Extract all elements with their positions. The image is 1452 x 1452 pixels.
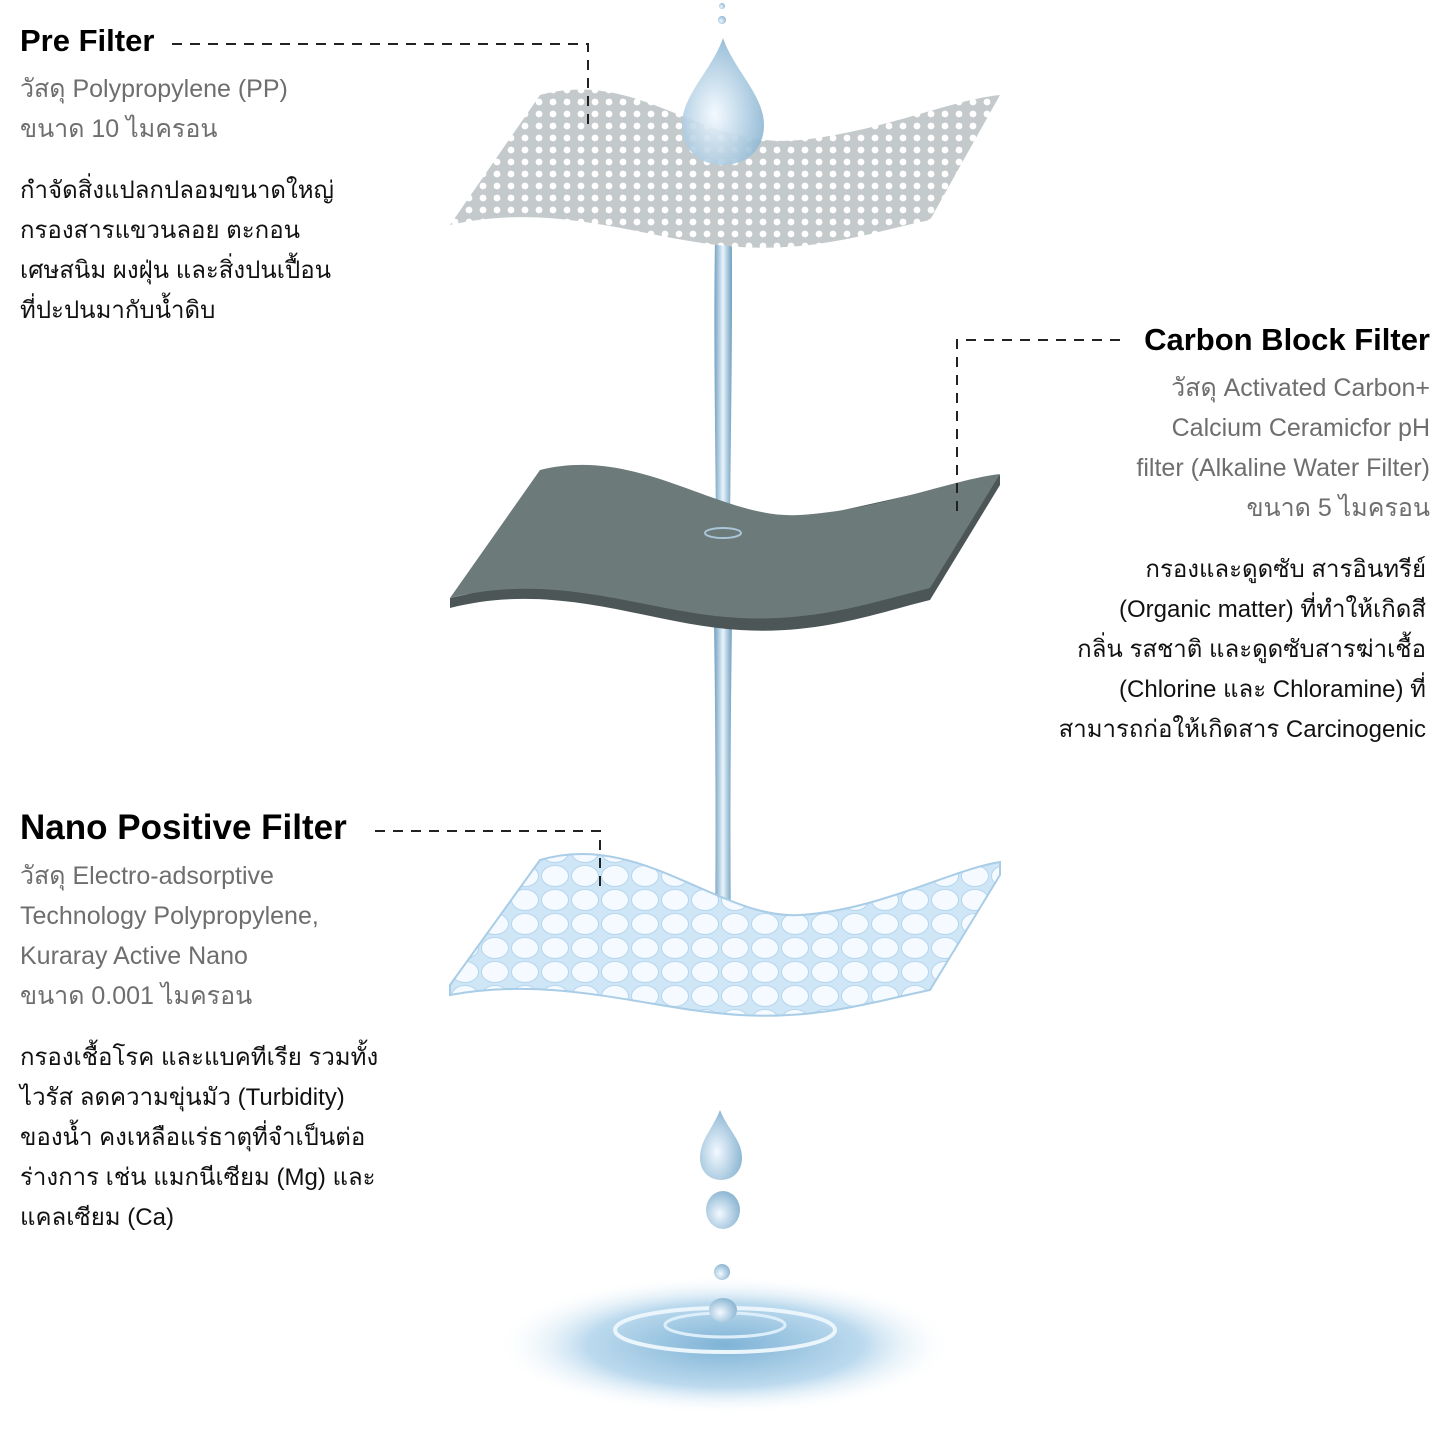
water-drop [700, 1110, 742, 1180]
spec-line: filter (Alkaline Water Filter) [1136, 454, 1430, 482]
desc-line: (Organic matter) ที่ทำให้เกิดสี [1119, 596, 1426, 623]
spec-line: วัสดุ Activated Carbon+ [1171, 374, 1430, 402]
spec-line: วัสดุ Electro-adsorptive [20, 862, 274, 890]
carbon-block-sheet [450, 464, 1000, 619]
pre-filter-info: Pre Filter วัสดุ Polypropylene (PP) ขนาด… [20, 21, 334, 331]
nano-filter-info: Nano Positive Filter วัสดุ Electro-adsor… [20, 808, 378, 1238]
nano-filter-spec: วัสดุ Electro-adsorptive Technology Poly… [20, 856, 378, 1016]
carbon-filter-leader [956, 339, 1120, 512]
carbon-filter-title: Carbon Block Filter [1144, 322, 1430, 357]
desc-line: กรองและดูดซับ สารอินทรีย์ [1145, 556, 1426, 583]
desc-line: ร่างการ เช่น แมกนีเซียม (Mg) และ [20, 1164, 376, 1191]
desc-line: (Chlorine และ Chloramine) ที่ [1119, 676, 1426, 703]
desc-line: กรองสารแขวนลอย ตะกอน [20, 217, 301, 244]
nano-filter-title: Nano Positive Filter [20, 808, 347, 847]
desc-line: กลิ่น รสชาติ และดูดซับสารฆ่าเชื้อ [1077, 636, 1426, 663]
pre-filter-sheet [450, 89, 1000, 248]
nano-filter-leader [375, 830, 601, 892]
spec-line: Calcium Ceramicfor pH [1171, 414, 1430, 442]
spec-line: ขนาด 0.001 ไมครอน [20, 982, 253, 1010]
desc-line: กรองเชื้อโรค และแบคทีเรีย รวมทั้ง [20, 1044, 379, 1071]
spec-line: Technology Polypropylene, [20, 902, 319, 930]
spec-line: ขนาด 10 ไมครอน [20, 115, 218, 143]
spec-line: วัสดุ Polypropylene (PP) [20, 75, 288, 103]
desc-line: สามารถก่อให้เกิดสาร Carcinogenic [1058, 716, 1426, 743]
desc-line: ที่ปะปนมากับน้ำดิบ [20, 297, 216, 324]
water-splash [495, 1275, 955, 1415]
nano-positive-sheet [449, 853, 1001, 1017]
pre-filter-leader [172, 43, 589, 125]
desc-line: ของน้ำ คงเหลือแร่ธาตุที่จำเป็นต่อ [20, 1124, 366, 1151]
desc-line: เศษสนิม ผงฝุ่น และสิ่งปนเปื้อน [20, 257, 332, 284]
carbon-filter-spec: วัสดุ Activated Carbon+ Calcium Ceramicf… [1059, 368, 1430, 528]
desc-line: แคลเซียม (Ca) [20, 1204, 174, 1231]
water-drop-top [682, 38, 764, 165]
desc-line: กำจัดสิ่งแปลกปลอมขนาดใหญ่ [20, 177, 335, 204]
pre-filter-spec: วัสดุ Polypropylene (PP) ขนาด 10 ไมครอน [20, 69, 334, 149]
desc-line: ไวรัส ลดความขุ่นมัว (Turbidity) [20, 1084, 345, 1111]
pre-filter-description: กำจัดสิ่งแปลกปลอมขนาดใหญ่ กรองสารแขวนลอย… [20, 171, 334, 331]
spec-line: ขนาด 5 ไมครอน [1246, 494, 1430, 522]
nano-filter-description: กรองเชื้อโรค และแบคทีเรีย รวมทั้ง ไวรัส … [20, 1038, 378, 1238]
pre-filter-title: Pre Filter [20, 23, 155, 58]
carbon-filter-info: Carbon Block Filter วัสดุ Activated Carb… [1059, 320, 1430, 750]
spec-line: Kuraray Active Nano [20, 942, 248, 970]
carbon-filter-description: กรองและดูดซับ สารอินทรีย์ (Organic matte… [1059, 550, 1426, 750]
